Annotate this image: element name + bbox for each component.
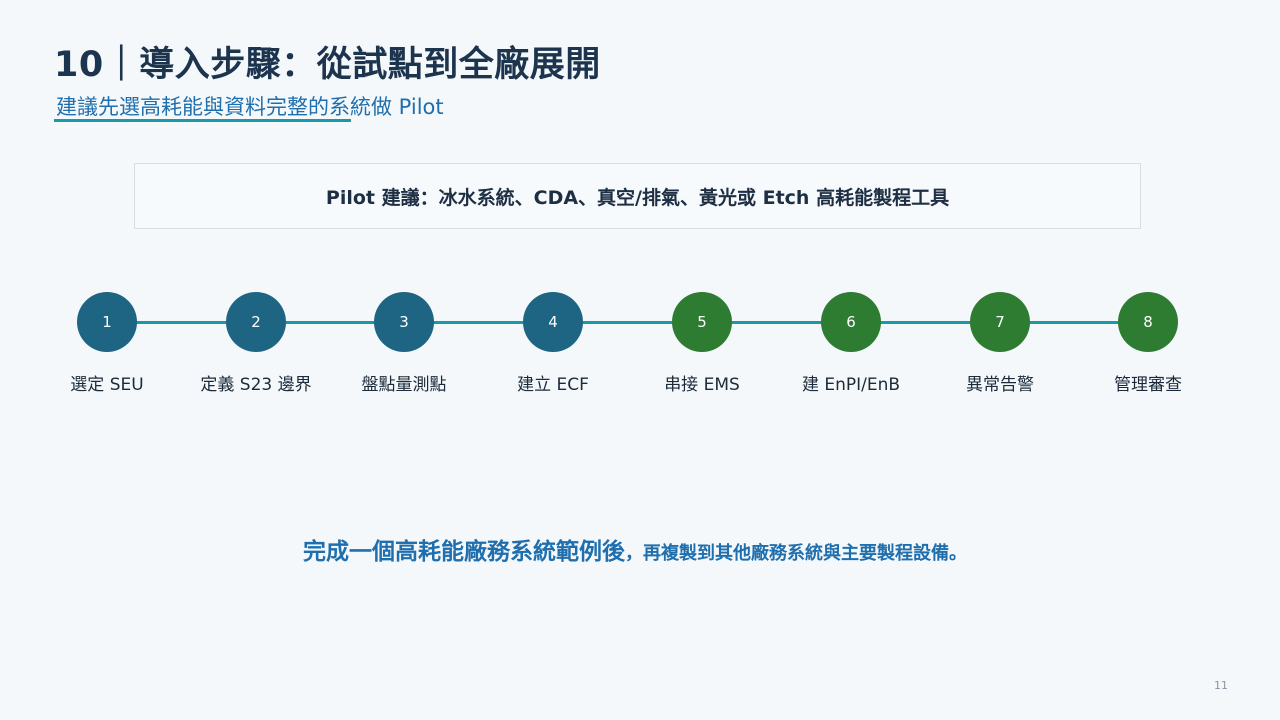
step-7-label: 異常告警 (966, 375, 1034, 395)
step-3-label: 盤點量測點 (361, 375, 447, 395)
step-1-label: 選定 SEU (70, 375, 144, 395)
step-7-circle: 7 (970, 292, 1030, 352)
subtitle-underline (54, 119, 351, 122)
step-6-label: 建 EnPI/EnB (801, 375, 901, 395)
pilot-callout-box: Pilot 建議：冰水系統、CDA、真空/排氣、黃光或 Etch 高耗能製程工具 (134, 163, 1141, 229)
conclusion-lead: 完成一個高耗能廠務系統範例後 (303, 539, 625, 565)
conclusion-rest: ，再複製到其他廠務系統與主要製程設備。 (625, 543, 967, 564)
timeline-connector-line (107, 321, 1148, 324)
step-4-circle: 4 (523, 292, 583, 352)
step-8-circle: 8 (1118, 292, 1178, 352)
step-1-circle: 1 (77, 292, 137, 352)
slide-subtitle: 建議先選高耗能與資料完整的系統做 Pilot (56, 95, 444, 119)
step-6-circle: 6 (821, 292, 881, 352)
step-3-circle: 3 (374, 292, 434, 352)
step-8-label: 管理審查 (1114, 375, 1182, 395)
page-number: 11 (1214, 679, 1228, 692)
step-2-label: 定義 S23 邊界 (200, 375, 312, 395)
conclusion-text: 完成一個高耗能廠務系統範例後，再複製到其他廠務系統與主要製程設備。 (0, 532, 1270, 566)
step-5-label: 串接 EMS (664, 375, 740, 395)
step-5-circle: 5 (672, 292, 732, 352)
slide-title: 10｜導入步驟：從試點到全廠展開 (54, 45, 601, 85)
step-4-label: 建立 ECF (517, 375, 589, 395)
pilot-callout-text: Pilot 建議：冰水系統、CDA、真空/排氣、黃光或 Etch 高耗能製程工具 (325, 186, 950, 209)
step-2-circle: 2 (226, 292, 286, 352)
